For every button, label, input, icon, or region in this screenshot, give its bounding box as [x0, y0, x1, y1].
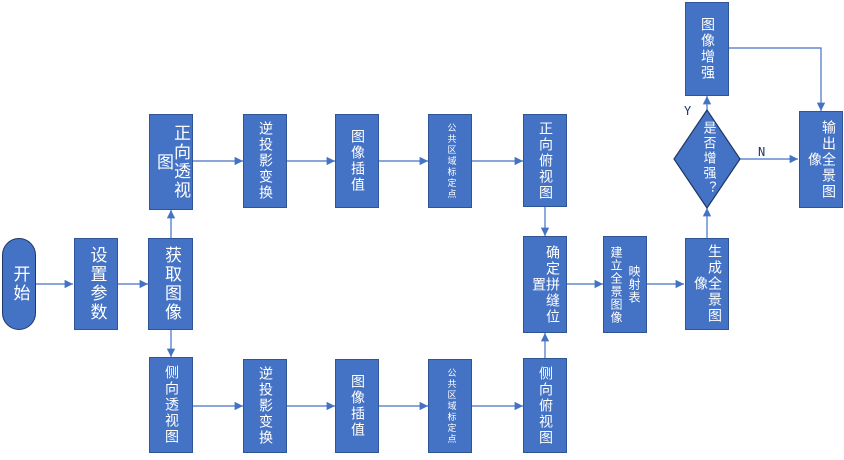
- edge-enhance-output: [729, 47, 826, 111]
- set-params-node: 设置参数: [74, 238, 118, 330]
- output-panorama-node: 输出全景图像: [799, 111, 843, 208]
- front-perspective-node: 正向透视图: [149, 114, 193, 210]
- yes-label: Y: [684, 104, 692, 118]
- side-interpolation-node: 图像插值: [335, 359, 379, 453]
- acquire-image-node: 获取图像: [148, 238, 193, 330]
- no-label: N: [758, 145, 766, 159]
- front-interpolation-node: 图像插值: [335, 114, 379, 208]
- front-calibration-node: 公共区域标定点: [428, 114, 472, 208]
- side-inverse-projection-node: 逆投影变换: [243, 359, 287, 453]
- decision-diamond: [673, 108, 741, 210]
- side-perspective-node: 侧向透视图: [149, 357, 193, 453]
- side-topview-node: 侧向俯视图: [523, 358, 567, 453]
- front-inverse-projection-node: 逆投影变换: [243, 114, 287, 208]
- mapping-table-col1: 建立全景图像: [609, 245, 623, 324]
- enhance-decision-label: 是否增强？: [700, 120, 716, 196]
- generate-panorama-node: 生成全景图像: [685, 238, 729, 330]
- start-node: 开始: [2, 238, 36, 330]
- stitch-position-node: 确定拼缝位置: [523, 236, 567, 333]
- side-calibration-node: 公共区域标定点: [428, 359, 472, 453]
- mapping-table-col2: 映射表: [627, 265, 641, 304]
- mapping-table-node: 建立全景图像 映射表: [603, 236, 647, 333]
- image-enhance-node: 图像增强: [685, 2, 729, 96]
- front-topview-node: 正向俯视图: [523, 114, 567, 207]
